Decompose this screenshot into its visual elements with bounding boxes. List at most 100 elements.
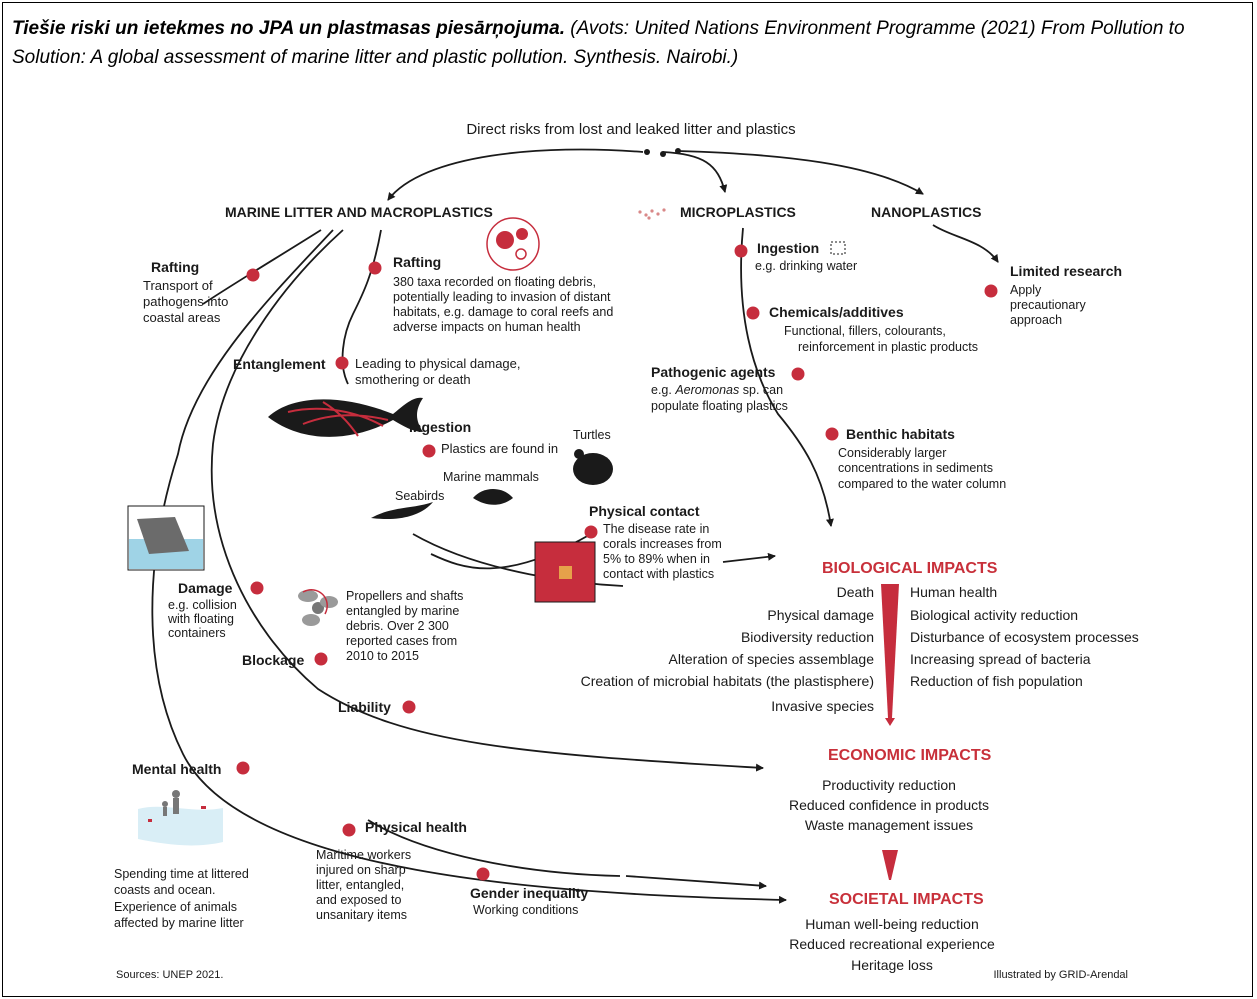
limited-research-line-2: precautionary xyxy=(1010,298,1086,312)
pathogenic-title: Pathogenic agents xyxy=(651,364,776,380)
chemicals-line-1: Functional, fillers, colourants, xyxy=(784,324,946,338)
biological-right-3: Disturbance of ecosystem processes xyxy=(910,629,1139,645)
contact-line xyxy=(412,533,624,587)
economic-list: Productivity reduction Reduced confidenc… xyxy=(789,777,989,833)
gender-block: Gender inequality Working conditions xyxy=(470,885,588,917)
limited-research-line-1: Apply xyxy=(1010,283,1042,297)
rafting-left-title: Rafting xyxy=(151,259,199,275)
economic-line-2: Reduced confidence in products xyxy=(789,797,989,813)
caption-source: (Avots: United Nations Environment Progr… xyxy=(12,18,1185,68)
dot-liability xyxy=(402,700,416,714)
biological-arrowhead xyxy=(885,718,895,726)
damage-title: Damage xyxy=(178,580,233,596)
biological-right-list: Human health Biological activity reducti… xyxy=(910,584,1139,689)
societal-list: Human well-being reduction Reduced recre… xyxy=(789,916,995,973)
animal-icons xyxy=(371,449,613,520)
propellers-line-3: debris. Over 2 300 xyxy=(346,619,449,633)
physical-health-line-3: litter, entangled, xyxy=(316,878,404,892)
category-nano: NANOPLASTICS xyxy=(871,204,981,220)
societal-line-1: Human well-being reduction xyxy=(805,916,979,932)
rafting-mid-title: Rafting xyxy=(393,254,441,270)
mental-health-line-2: coasts and ocean. xyxy=(114,883,215,897)
propeller-icon xyxy=(298,589,338,626)
entanglement-line-2: smothering or death xyxy=(355,372,471,387)
liability-economic-line xyxy=(210,229,764,772)
dots-cluster xyxy=(644,148,681,157)
biological-left-5: Creation of microbial habitats (the plas… xyxy=(581,673,874,689)
propellers-block: Propellers and shafts entangled by marin… xyxy=(346,589,463,663)
illustrator-credit: Illustrated by GRID-Arendal xyxy=(994,969,1129,981)
economic-line-3: Waste management issues xyxy=(805,817,973,833)
physical-contact-line-1: The disease rate in xyxy=(603,522,709,536)
dot-mental-health xyxy=(236,761,250,775)
propellers-line-1: Propellers and shafts xyxy=(346,589,463,603)
microplastic-particles xyxy=(638,208,666,220)
liability-label: Liability xyxy=(338,699,391,715)
pathogenic-block: Pathogenic agents e.g. Aeromonas sp. can… xyxy=(651,364,788,413)
biological-right-2: Biological activity reduction xyxy=(910,607,1078,623)
mental-societal-line xyxy=(151,229,787,904)
biological-left-list: Death Physical damage Biodiversity reduc… xyxy=(581,584,875,714)
physical-health-title: Physical health xyxy=(365,819,467,835)
rafting-mid-line-3: habitats, e.g. damage to coral reefs and xyxy=(393,305,613,319)
rafting-mid-block: Rafting 380 taxa recorded on floating de… xyxy=(393,254,613,334)
dot-gender xyxy=(476,867,490,881)
ingestion-macro-title: Ingestion xyxy=(409,419,471,435)
rafting-left-line-3: coastal areas xyxy=(143,310,221,325)
turtle-icon xyxy=(573,453,613,485)
risk-diagram: Direct risks from lost and leaked litter… xyxy=(103,114,1160,994)
branch-nano-line xyxy=(677,150,924,195)
dot-ingestion xyxy=(422,444,436,458)
physical-contact-line-4: contact with plastics xyxy=(603,567,714,581)
sources-note: Sources: UNEP 2021. xyxy=(116,969,223,981)
benthic-block: Benthic habitats Considerably larger con… xyxy=(838,426,1006,491)
dot-blockage xyxy=(314,652,328,666)
rafting-left-line xyxy=(202,229,322,305)
biological-left-4: Alteration of species assemblage xyxy=(669,651,875,667)
dot-physical-health xyxy=(342,823,356,837)
biological-left-6: Invasive species xyxy=(771,698,874,714)
seabirds-label: Seabirds xyxy=(395,489,444,503)
dot-ingestion-micro xyxy=(734,244,748,258)
dot-benthic xyxy=(825,427,839,441)
coral-icon xyxy=(534,541,596,603)
biological-left-1: Death xyxy=(837,584,874,600)
physical-contact-line-3: 5% to 89% when in xyxy=(603,552,710,566)
economic-impacts-title: ECONOMIC IMPACTS xyxy=(828,747,992,764)
biological-impacts-title: BIOLOGICAL IMPACTS xyxy=(822,560,998,577)
dot-entanglement xyxy=(335,356,349,370)
limited-research-title: Limited research xyxy=(1010,263,1122,279)
physical-health-block: Physical health Maritime workers injured… xyxy=(316,819,467,922)
rafting-left-line-2: pathogens into xyxy=(143,294,228,309)
mental-health-line-3: Experience of animals xyxy=(114,900,237,914)
mammals-label: Marine mammals xyxy=(443,470,539,484)
diagram-svg: Direct risks from lost and leaked litter… xyxy=(114,121,1139,981)
microbe-icon xyxy=(486,217,540,271)
economic-societal-arrow xyxy=(882,850,898,880)
rafting-mid-line-2: potentially leading to invasion of dista… xyxy=(393,290,611,304)
rafting-left-block: Rafting Transport of pathogens into coas… xyxy=(143,259,228,325)
rafting-left-line-1: Transport of xyxy=(143,278,213,293)
physical-contact-block: Physical contact The disease rate in cor… xyxy=(589,503,722,581)
gender-title: Gender inequality xyxy=(470,885,588,901)
damage-line-2: with floating xyxy=(167,612,234,626)
pathogenic-line-1: e.g. Aeromonas sp. can xyxy=(651,383,783,397)
rafting-mid-line-1: 380 taxa recorded on floating debris, xyxy=(393,275,596,289)
physical-health-line-2: injured on sharp xyxy=(316,863,406,877)
physical-contact-title: Physical contact xyxy=(589,503,700,519)
biological-right-1: Human health xyxy=(910,584,997,600)
risk-points xyxy=(236,244,998,881)
propellers-line-2: entangled by marine xyxy=(346,604,459,618)
gender-societal-arrow xyxy=(625,875,767,890)
water-glass-icon xyxy=(830,241,846,255)
benthic-title: Benthic habitats xyxy=(846,426,955,442)
societal-line-2: Reduced recreational experience xyxy=(789,936,995,952)
container-icon xyxy=(127,505,205,571)
branch-micro-line xyxy=(662,151,728,193)
biological-left-3: Biodiversity reduction xyxy=(741,629,874,645)
biological-left-2: Physical damage xyxy=(767,607,874,623)
mammal-icon xyxy=(473,489,513,505)
benthic-line-1: Considerably larger xyxy=(838,446,946,460)
turtle-head xyxy=(574,449,584,459)
propellers-line-4: reported cases from xyxy=(346,634,457,648)
